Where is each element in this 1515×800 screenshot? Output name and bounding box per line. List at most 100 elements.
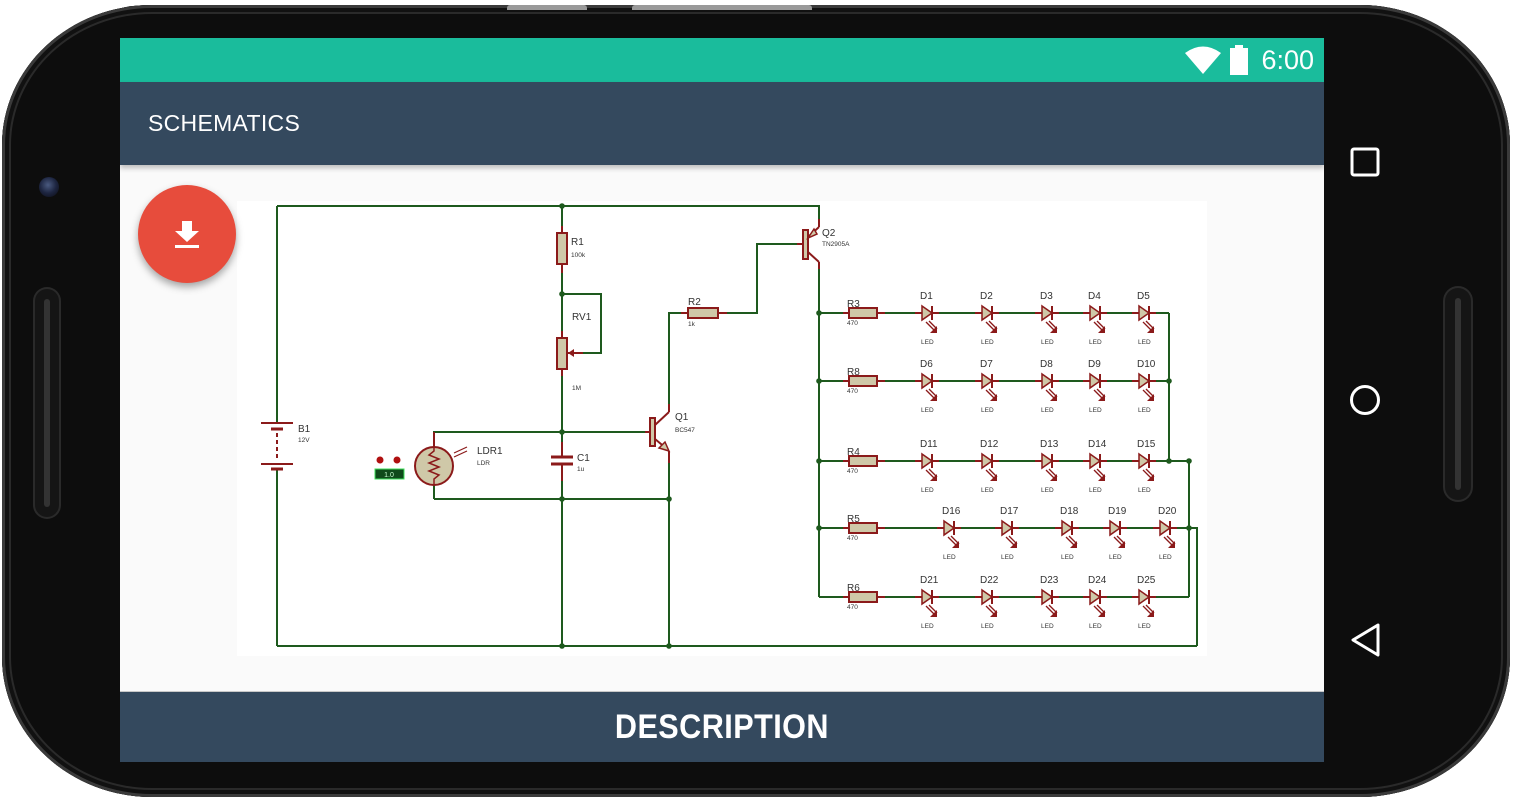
led-type: LED <box>1089 487 1102 494</box>
led-label: D24 <box>1088 575 1107 586</box>
led-label: D7 <box>980 359 993 370</box>
led-label: D6 <box>920 359 933 370</box>
led-type: LED <box>1159 554 1172 561</box>
led-label: D11 <box>920 439 938 450</box>
junction-dot <box>666 496 672 502</box>
page-title: SCHEMATICS <box>148 110 301 136</box>
led-type: LED <box>1109 554 1122 561</box>
junction-dot <box>559 496 565 502</box>
led-type: LED <box>921 339 934 346</box>
led-type: LED <box>981 487 994 494</box>
resistor-label: R6 <box>847 583 860 594</box>
led-type: LED <box>1001 554 1014 561</box>
ldr-ldr1: LDR1 LDR 1.0 <box>374 432 503 486</box>
light-level-display <box>374 468 405 480</box>
capacitor-c1: C1 1u <box>551 442 590 481</box>
led-type: LED <box>1138 487 1151 494</box>
led-type: LED <box>981 623 994 630</box>
light-level-value: 1.0 <box>384 472 394 479</box>
schematic-image[interactable]: .w { stroke: #1e5a1e; stroke-width: 2; f… <box>237 201 1207 656</box>
resistor-label: R3 <box>847 299 860 310</box>
led-type: LED <box>1089 407 1102 414</box>
led-type: LED <box>921 487 934 494</box>
resistor-value: 470 <box>847 535 858 542</box>
resistor-r1: R1 100k <box>556 226 586 273</box>
resistor-value: 470 <box>847 320 858 327</box>
download-button[interactable] <box>138 185 236 283</box>
led-label: D9 <box>1088 359 1101 370</box>
light-increase-button[interactable] <box>393 456 401 464</box>
power-button <box>507 5 587 10</box>
home-icon[interactable] <box>1349 384 1381 416</box>
led-label: D2 <box>980 291 993 302</box>
led-type: LED <box>1089 623 1102 630</box>
rv1-label: RV1 <box>572 312 592 323</box>
recents-icon[interactable] <box>1350 147 1380 177</box>
led-label: D10 <box>1137 359 1156 370</box>
junction-dot <box>559 203 565 209</box>
status-bar: 6:00 <box>120 38 1324 82</box>
b1-label: B1 <box>298 424 311 435</box>
led-type: LED <box>1041 407 1054 414</box>
schematic-viewer: .w { stroke: #1e5a1e; stroke-width: 2; f… <box>120 165 1324 691</box>
resistor-label: R5 <box>847 514 860 525</box>
led-label: D16 <box>942 506 961 517</box>
back-icon[interactable] <box>1350 623 1382 657</box>
led-type: LED <box>921 407 934 414</box>
junction-dot <box>559 291 565 297</box>
q2-label: Q2 <box>822 228 836 239</box>
resistor-label: R8 <box>847 367 860 378</box>
b1-value: 12V <box>298 437 310 444</box>
led-label: D13 <box>1040 439 1059 450</box>
battery-b1: B1 12V <box>261 422 311 471</box>
description-button[interactable]: DESCRIPTION <box>120 691 1324 762</box>
resistor-label: R4 <box>847 447 860 458</box>
led-type: LED <box>981 407 994 414</box>
app-bar: SCHEMATICS <box>120 82 1324 165</box>
led-type: LED <box>1138 407 1151 414</box>
rv1-value: 1M <box>572 385 581 392</box>
resistor-value: 470 <box>847 604 858 611</box>
q1-label: Q1 <box>675 412 689 423</box>
transistor-q2: Q2 TN2905A <box>797 219 850 269</box>
led-label: D25 <box>1137 575 1156 586</box>
screen: 6:00 SCHEMATICS .w { stroke: #1e5a1e; st… <box>120 38 1324 762</box>
light-decrease-button[interactable] <box>376 456 384 464</box>
led-label: D1 <box>920 291 933 302</box>
r2-value: 1k <box>688 321 696 328</box>
led-label: D12 <box>980 439 999 450</box>
led-type: LED <box>1061 554 1074 561</box>
speaker-grille-right <box>1445 288 1471 500</box>
led-type: LED <box>1138 339 1151 346</box>
led-label: D8 <box>1040 359 1053 370</box>
volume-button <box>632 5 812 10</box>
wires <box>276 205 1198 647</box>
ldr1-label: LDR1 <box>477 446 503 457</box>
led-label: D17 <box>1000 506 1019 517</box>
led-label: D5 <box>1137 291 1150 302</box>
led-label: D4 <box>1088 291 1101 302</box>
status-clock: 6:00 <box>1261 44 1314 75</box>
resistor-value: 470 <box>847 388 858 395</box>
resistor-r2: R2 1k <box>681 297 727 328</box>
r2-label: R2 <box>688 297 701 308</box>
led-type: LED <box>981 339 994 346</box>
transistor-q1: Q1 BC547 <box>645 404 695 463</box>
led-label: D3 <box>1040 291 1053 302</box>
